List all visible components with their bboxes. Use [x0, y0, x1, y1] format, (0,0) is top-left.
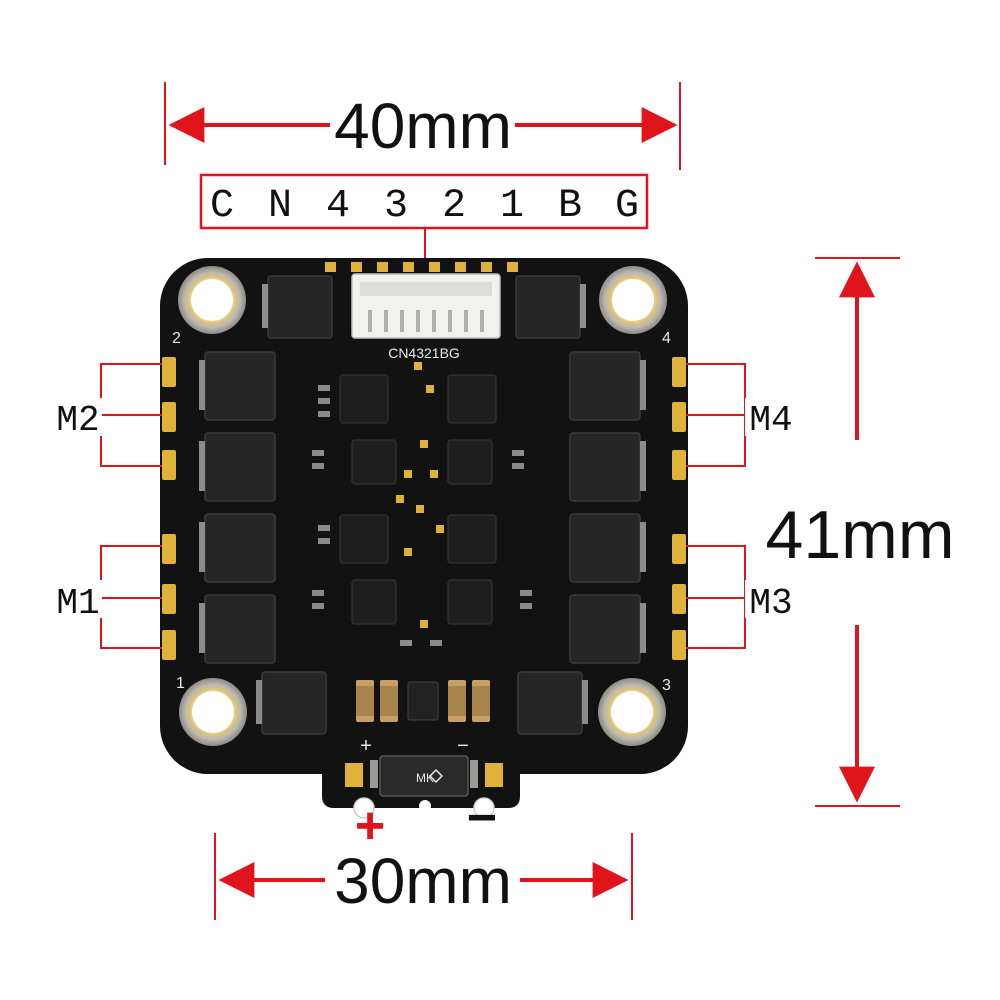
power-plus-label: + — [355, 797, 385, 855]
power-pad-negative — [485, 763, 503, 787]
pin-c: C — [210, 184, 234, 229]
corner-number-1: 1 — [176, 675, 185, 692]
motor-label-m3: M3 — [749, 583, 792, 624]
pin-1: 1 — [500, 184, 524, 229]
pin-n: N — [268, 184, 292, 229]
width-dimension: 40mm — [164, 82, 681, 170]
mount-dimension: 30mm — [214, 833, 633, 920]
mount-hole-bottom-left — [179, 678, 247, 746]
mount-hole-top-left — [178, 266, 246, 334]
mosfet-array — [204, 275, 641, 735]
pcb-body — [160, 258, 688, 774]
motor-m3-bracket — [686, 545, 746, 649]
corner-number-4: 4 — [662, 330, 671, 347]
protection-diode: MK — [379, 755, 469, 797]
mount-label: 30mm — [334, 845, 512, 917]
pin-2: 2 — [442, 184, 466, 229]
connector-pads — [325, 262, 518, 272]
motor-label-m1: M1 — [56, 583, 99, 624]
motor-pads-right — [672, 357, 686, 660]
mount-hole-top-right — [599, 266, 667, 334]
motor-label-m4: M4 — [749, 400, 792, 441]
silk-plus: + — [360, 735, 372, 757]
height-dimension: 41mm — [766, 257, 955, 807]
esc-board: 1 2 3 4 CN4321BG — [160, 258, 688, 819]
corner-number-3: 3 — [662, 677, 671, 694]
pin-g: G — [615, 184, 639, 229]
width-label: 40mm — [334, 90, 512, 162]
pin-3: 3 — [384, 184, 408, 229]
motor-m2-bracket — [100, 363, 162, 467]
controller-ics — [339, 374, 497, 625]
pin-b: B — [558, 184, 582, 229]
power-capacitors — [356, 680, 490, 722]
connector-pin-legend: C N 4 3 2 1 B G — [199, 173, 649, 270]
silk-minus: − — [457, 735, 469, 757]
power-minus-label: − — [467, 789, 497, 847]
mosfet-leads — [199, 284, 646, 724]
height-label: 41mm — [766, 497, 955, 573]
pin-4: 4 — [326, 184, 350, 229]
motor-pads-left — [162, 357, 176, 660]
test-pads — [396, 362, 444, 628]
signal-connector: CN4321BG — [351, 273, 501, 361]
motor-m1-bracket — [100, 545, 162, 649]
motor-label-m2: M2 — [56, 400, 99, 441]
connector-silk-label: CN4321BG — [388, 345, 460, 361]
mount-hole-bottom-right — [598, 678, 666, 746]
diode-mk-label: MK — [416, 771, 434, 785]
passive-components — [312, 385, 532, 646]
corner-number-2: 2 — [172, 330, 181, 347]
power-pad-positive — [345, 763, 363, 787]
motor-m4-bracket — [686, 363, 746, 467]
